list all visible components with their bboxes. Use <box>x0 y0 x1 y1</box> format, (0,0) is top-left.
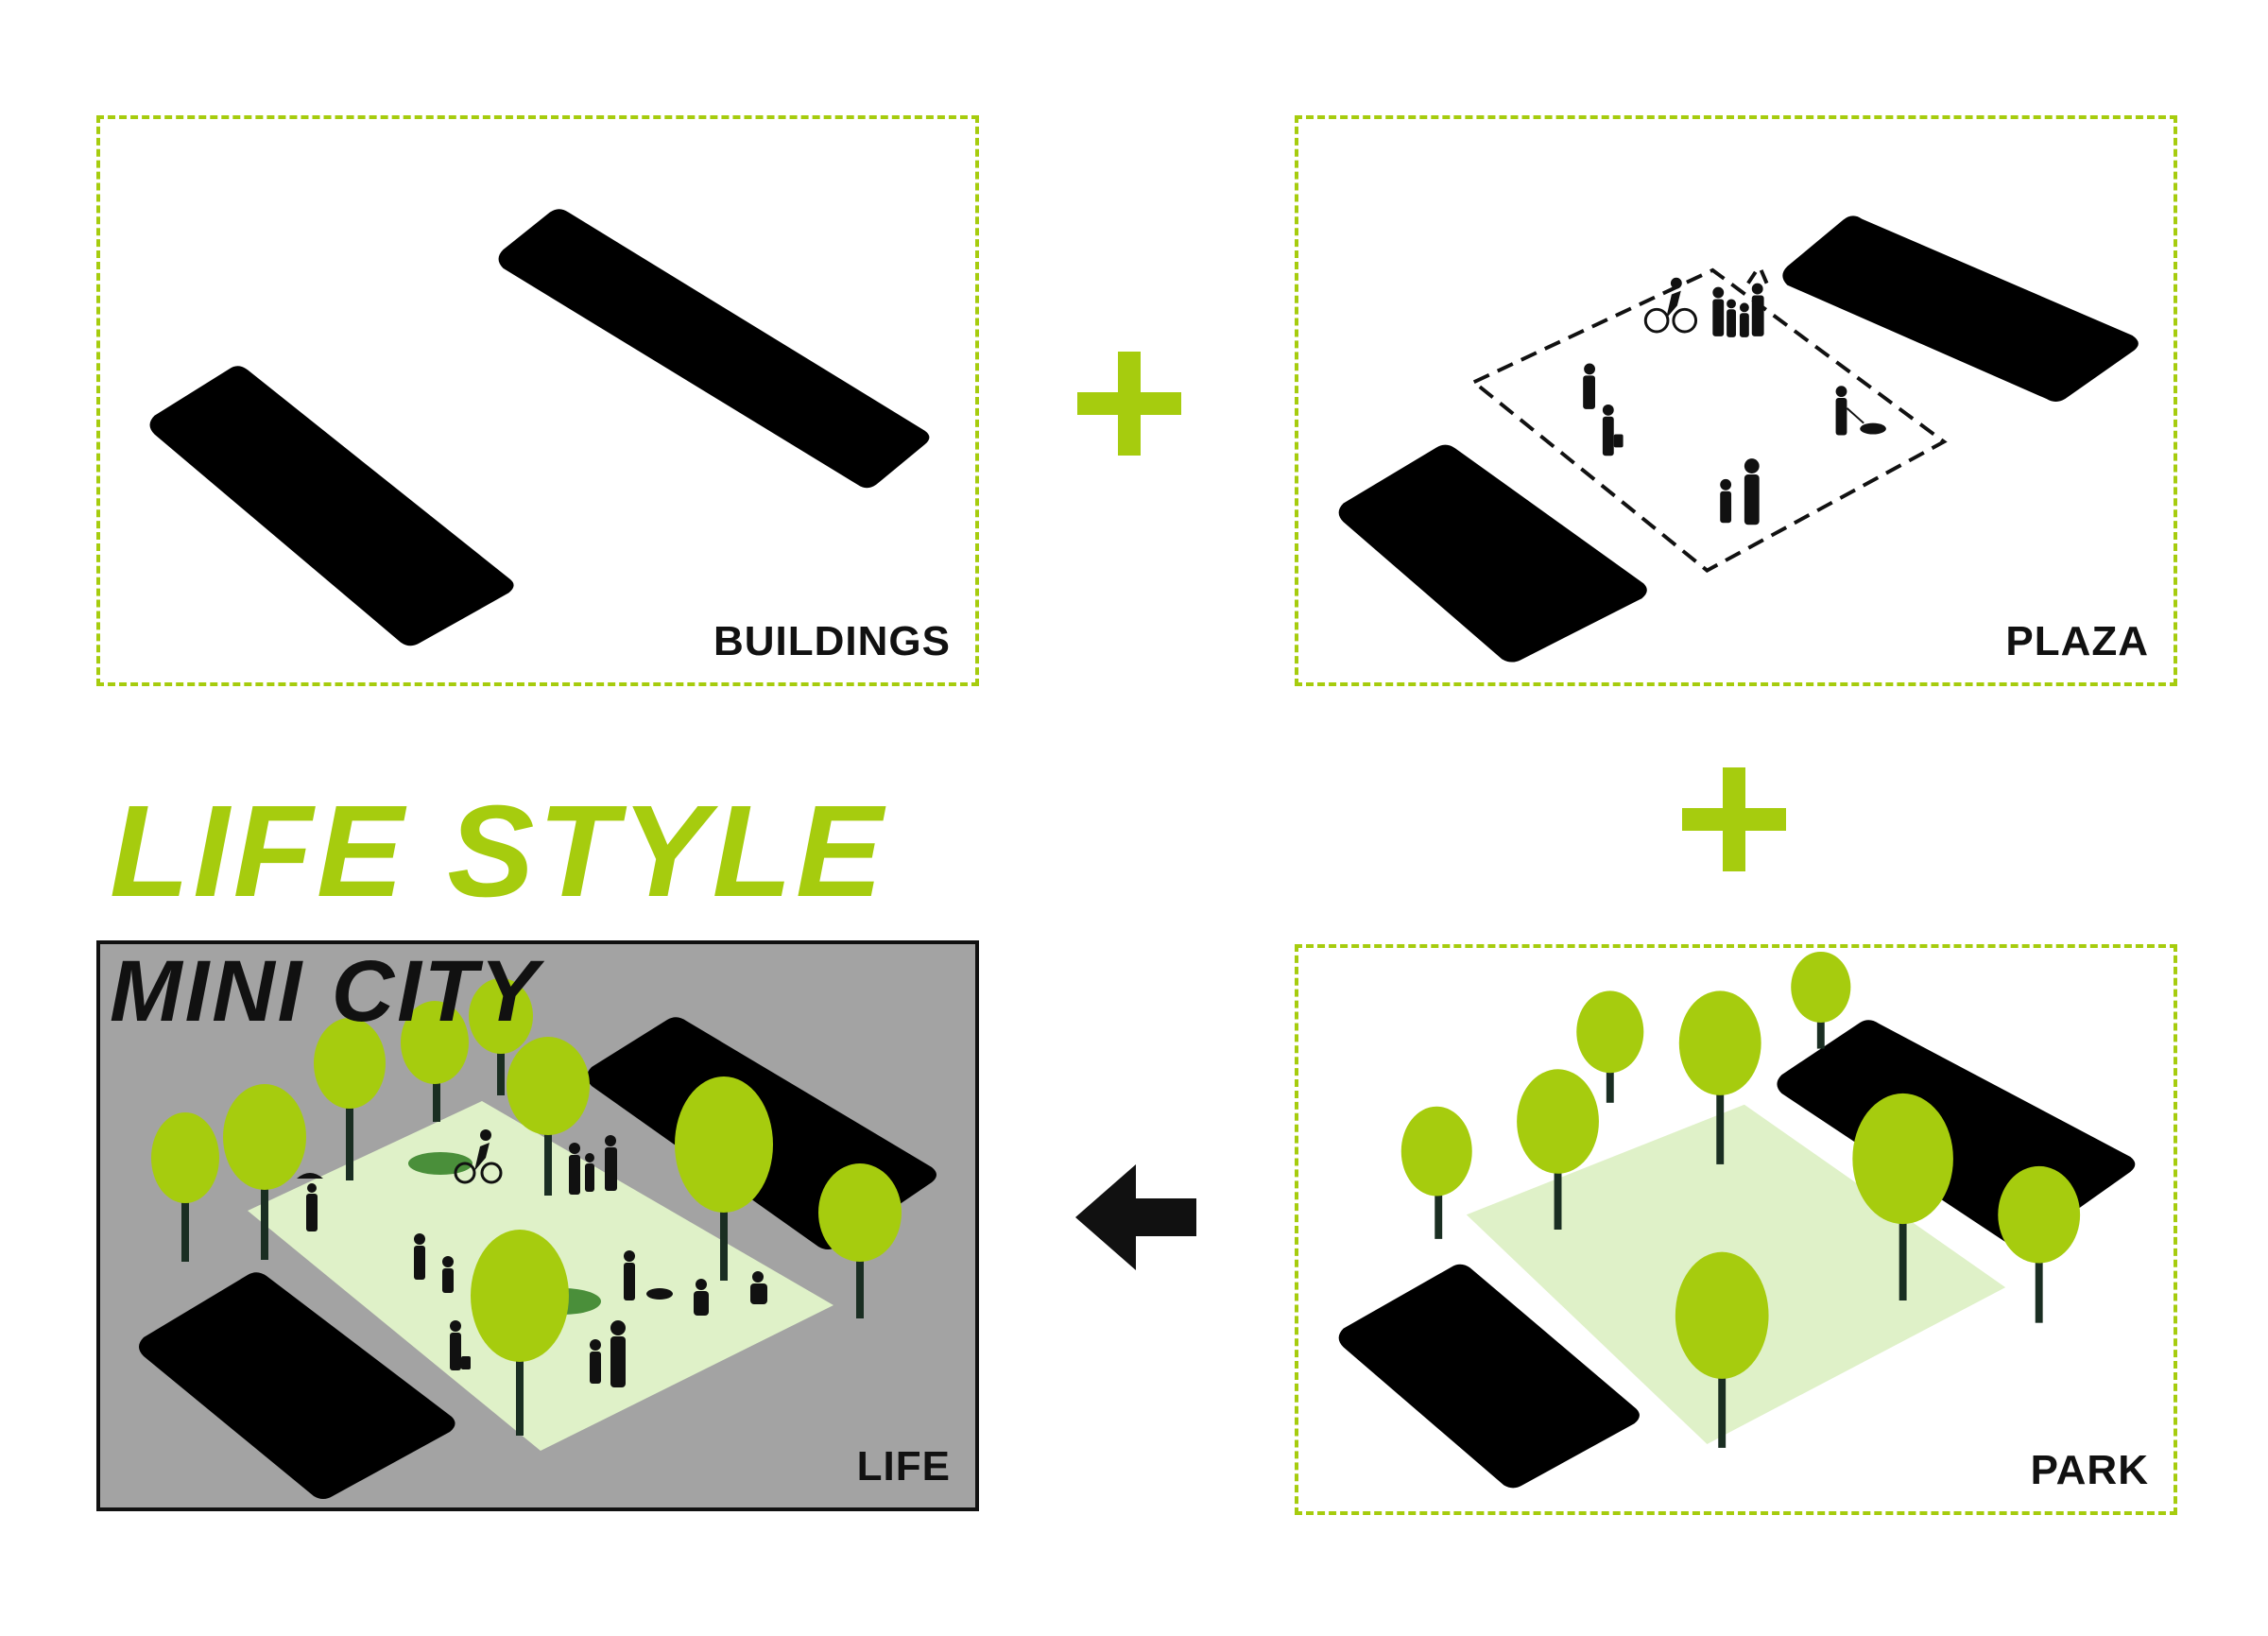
building-block <box>1338 1264 1640 1489</box>
people-group <box>1583 269 1886 525</box>
umbrella-figure <box>297 1173 323 1231</box>
tree <box>818 1163 902 1318</box>
panel-life: MINI CITY <box>96 940 979 1511</box>
tree <box>1400 1106 1472 1239</box>
panel-label-plaza: PLAZA <box>2005 618 2149 664</box>
tree <box>1998 1165 2081 1323</box>
building-block <box>139 1272 455 1499</box>
building-block <box>1782 215 2139 402</box>
plus-icon <box>1077 352 1181 456</box>
panel-label-park: PARK <box>2030 1447 2149 1493</box>
people-group <box>297 1129 767 1387</box>
trees <box>151 978 902 1436</box>
sitting-figures <box>694 1271 767 1316</box>
tree <box>507 1037 590 1196</box>
buildings-illustration <box>149 209 930 646</box>
tree <box>1791 951 1851 1049</box>
family-figures <box>1712 269 1769 337</box>
tree <box>471 1230 569 1436</box>
tree <box>401 1001 469 1122</box>
trees <box>1400 951 2081 1448</box>
panel-park: PARK <box>1295 944 2177 1515</box>
panel-buildings: BUILDINGS <box>96 115 979 686</box>
page-title: LIFE STYLE <box>110 779 887 924</box>
life-illustration <box>139 978 936 1499</box>
plus-icon <box>1682 767 1786 871</box>
panel-subtitle-mini-city: MINI CITY <box>110 943 541 1040</box>
dog-walker-figure <box>624 1250 673 1300</box>
dog-walker-figure <box>1835 386 1886 436</box>
tree <box>469 978 533 1095</box>
cyclist-figure <box>1643 277 1698 334</box>
walker-figures <box>414 1233 471 1370</box>
tree <box>1576 990 1644 1103</box>
arrow-left-icon <box>1075 1164 1196 1270</box>
tree <box>314 1018 386 1180</box>
tree <box>1852 1093 1953 1300</box>
building-block <box>149 366 514 646</box>
plaza-illustration <box>1338 215 2139 663</box>
family-figures <box>569 1135 617 1195</box>
parent-child-figures <box>1720 458 1760 525</box>
tree <box>675 1076 773 1281</box>
building-block <box>498 209 930 489</box>
panel-label-buildings: BUILDINGS <box>713 618 951 664</box>
building-block <box>1338 444 1647 663</box>
walker-figures <box>1583 363 1624 456</box>
tree <box>1675 1251 1769 1448</box>
parent-child-figures <box>590 1320 626 1387</box>
tree <box>151 1112 219 1262</box>
tree <box>1678 990 1761 1164</box>
tree <box>1517 1069 1599 1230</box>
cyclist-figure <box>454 1129 503 1184</box>
tree <box>223 1084 306 1260</box>
park-illustration <box>1338 951 2136 1489</box>
panel-plaza: PLAZA <box>1295 115 2177 686</box>
plaza-outline <box>1470 267 1948 573</box>
panel-label-life: LIFE <box>856 1443 951 1490</box>
